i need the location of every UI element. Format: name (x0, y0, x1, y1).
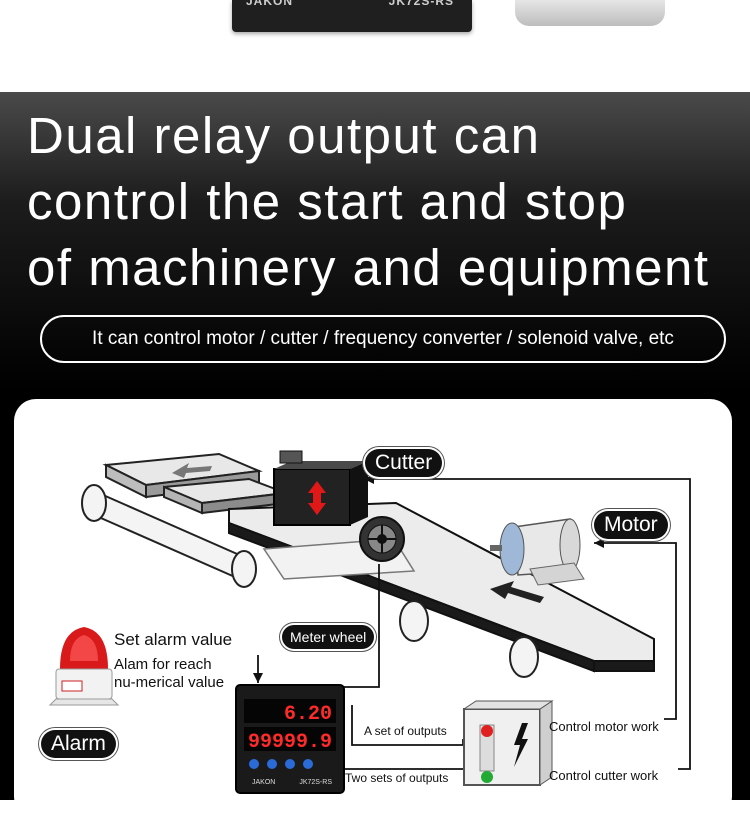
headline: Dual relay output can control the start … (27, 103, 747, 301)
counter-bottom-display: 99999.9 (248, 731, 332, 754)
set-alarm-value-label: Set alarm value (114, 630, 233, 649)
cut-sheets (102, 452, 287, 515)
control-box (462, 700, 554, 786)
mounting-bracket-photo (515, 0, 665, 26)
conveyor-rollers-left (81, 484, 257, 588)
direction-arrow-icon (172, 463, 212, 478)
alarm-tag: Alarm (41, 730, 116, 758)
output-2-label: Two sets of outputs (345, 771, 449, 785)
headline-line-1: Dual relay output can (27, 107, 541, 164)
alarm-lamp-icon (48, 627, 120, 706)
meter-wheel-tag: Meter wheel (282, 625, 375, 649)
motor-tag: Motor (594, 511, 668, 539)
counter-top-display: 6.20 (284, 703, 332, 726)
headline-line-3: of machinery and equipment (27, 239, 710, 296)
control-motor-label: Control motor work (549, 719, 659, 734)
product-photo-strip: JAKON JK72S-RS (0, 0, 750, 92)
belt-direction-arrow-icon (490, 581, 544, 603)
headline-line-2: control the start and stop (27, 173, 628, 230)
motor-icon (490, 518, 585, 586)
counter-model: JK72S-RS (299, 779, 332, 786)
conveyor-diagram: 6.20 99999.9 JAKON JK72S-RS (48, 450, 691, 794)
application-diagram-card: 6.20 99999.9 JAKON JK72S-RS (14, 399, 732, 819)
cutter-machine (273, 450, 368, 526)
meter-wheel-icon (359, 516, 405, 562)
conveyor-rollers-right (399, 600, 539, 678)
counter-device-photo: JAKON JK72S-RS (232, 0, 472, 32)
counter-controller: 6.20 99999.9 JAKON JK72S-RS (235, 684, 345, 794)
control-cutter-label: Control cutter work (549, 768, 659, 783)
counter-brand: JAKON (252, 779, 275, 786)
device-model-label: JK72S-RS (388, 0, 454, 8)
alarm-reach-label-1: Alam for reach (114, 656, 212, 673)
alarm-reach-label-2: nu-merical value (114, 674, 225, 691)
output-1-label: A set of outputs (364, 724, 447, 738)
cutter-tag: Cutter (365, 449, 443, 477)
wire-arrowheads (253, 474, 604, 683)
subtitle-pill: It can control motor / cutter / frequenc… (40, 315, 726, 363)
device-brand-label: JAKON (246, 0, 294, 8)
